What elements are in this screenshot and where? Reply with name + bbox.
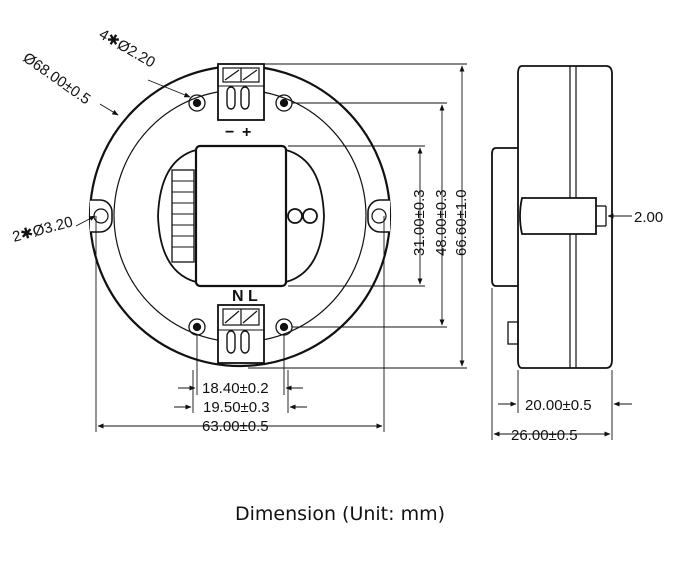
outer-diameter-label: Ø68.00±0.5 [20,49,94,108]
dip-switch-segments [172,180,194,248]
bottom-terminal-block [217,304,265,364]
caption: Dimension (Unit: mm) [235,503,445,525]
side-terminal-pin [519,197,597,235]
front-dimension-lines [75,63,467,432]
pin-length-label: 2.00 [634,209,663,226]
led-indicator-right [302,208,318,224]
side-bottom-tab [507,321,519,345]
side-dimension-lines [491,213,632,440]
width-terminal-label: 19.50±0.3 [203,399,270,416]
width-overall-label: 63.00±0.5 [202,418,269,435]
side-body-outline [517,65,613,369]
height-holes-label: 48.00±0.3 [433,189,450,256]
body-depth-label: 20.00±0.5 [525,397,592,414]
side-back-plate [491,147,518,287]
height-inner-label: 31.00±0.3 [411,189,428,256]
height-overall-label: 66.60±1.0 [453,189,470,256]
small-holes-label: 4✱Ø2.20 [96,26,158,72]
polarity-plus-label: + [242,124,251,141]
total-depth-label: 26.00±0.5 [511,427,578,444]
terminal-nl-label: N L [232,288,258,305]
side-slot-right [367,199,390,233]
front-view [88,63,392,368]
polarity-minus-label: − [225,124,234,141]
width-hole-spacing-label: 18.40±0.2 [202,380,269,397]
side-view [491,65,613,369]
dip-switch-block [171,169,195,263]
led-indicator-left [287,208,303,224]
top-terminal-block [217,63,265,121]
center-module [157,144,325,288]
side-slots-label: 2✱Ø3.20 [11,213,75,245]
side-slot-left [90,199,113,233]
